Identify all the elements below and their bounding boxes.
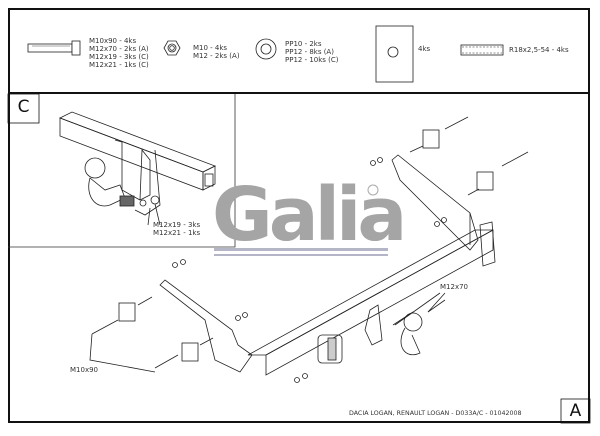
nut-list: M10 - 4ks M12 - 2ks (A) — [193, 44, 240, 60]
drawing-frame — [8, 8, 590, 423]
right-bracket — [391, 154, 479, 251]
bolt-spec: M12x70 - 2ks (A) — [89, 45, 149, 53]
nut-icon — [163, 40, 181, 56]
bolt-list: M10x90 - 4ks M12x70 - 2ks (A) M12x19 - 3… — [89, 37, 149, 69]
section-c-crossbar — [59, 111, 216, 191]
section-c-bolt-labels: M12x19 - 3ks M12x21 - 1ks — [153, 221, 200, 237]
label-m12x70: M12x70 — [440, 283, 468, 291]
bolt-spec: M12x21 - 1ks (C) — [89, 61, 149, 69]
galia-logo: Galia — [212, 172, 407, 258]
washer-spec: PP10 - 2ks — [285, 40, 322, 48]
bolt-label: M12x21 - 1ks — [153, 229, 201, 237]
spacer-tube-icon — [460, 44, 504, 56]
bolt-label: M12x19 - 3ks — [153, 221, 201, 229]
left-bracket — [159, 279, 253, 373]
washer-spec: PP12 - 10ks (C) — [285, 56, 339, 64]
main-crossbar — [247, 221, 496, 376]
section-c-letter: C — [17, 97, 30, 117]
plate-icon — [375, 25, 414, 83]
plate-qty: 4ks — [418, 45, 431, 53]
leader-line — [147, 203, 161, 226]
bolt-spec: M10x90 - 4ks — [89, 37, 137, 45]
washer-list: PP10 - 2ks PP12 - 8ks (A) PP12 - 10ks (C… — [285, 40, 339, 64]
section-a-label-box — [560, 398, 591, 424]
bolt-spec: M12x19 - 3ks (C) — [89, 53, 149, 61]
leader-line — [394, 292, 446, 326]
label-m10x90: M10x90 — [70, 366, 98, 374]
bolt-icon — [27, 40, 81, 56]
nut-spec: M12 - 2ks (A) — [193, 52, 240, 60]
towball-assembly — [317, 304, 423, 364]
section-c-border — [8, 94, 236, 248]
leader-line — [89, 333, 156, 373]
nut-spec: M10 - 4ks — [193, 44, 228, 52]
section-a-letter: A — [569, 401, 582, 421]
spacer-spec: R18x2,5-54 - 4ks — [509, 46, 569, 54]
washer-spec: PP12 - 8ks (A) — [285, 48, 334, 56]
hardware-bolts — [91, 116, 529, 383]
parts-list — [8, 8, 590, 94]
section-c-label-box — [7, 93, 40, 124]
drawing-title: DACIA LOGAN, RENAULT LOGAN - D033A/C - 0… — [349, 410, 522, 417]
washer-icon — [255, 38, 277, 60]
svg-text:Galia: Galia — [212, 172, 403, 258]
